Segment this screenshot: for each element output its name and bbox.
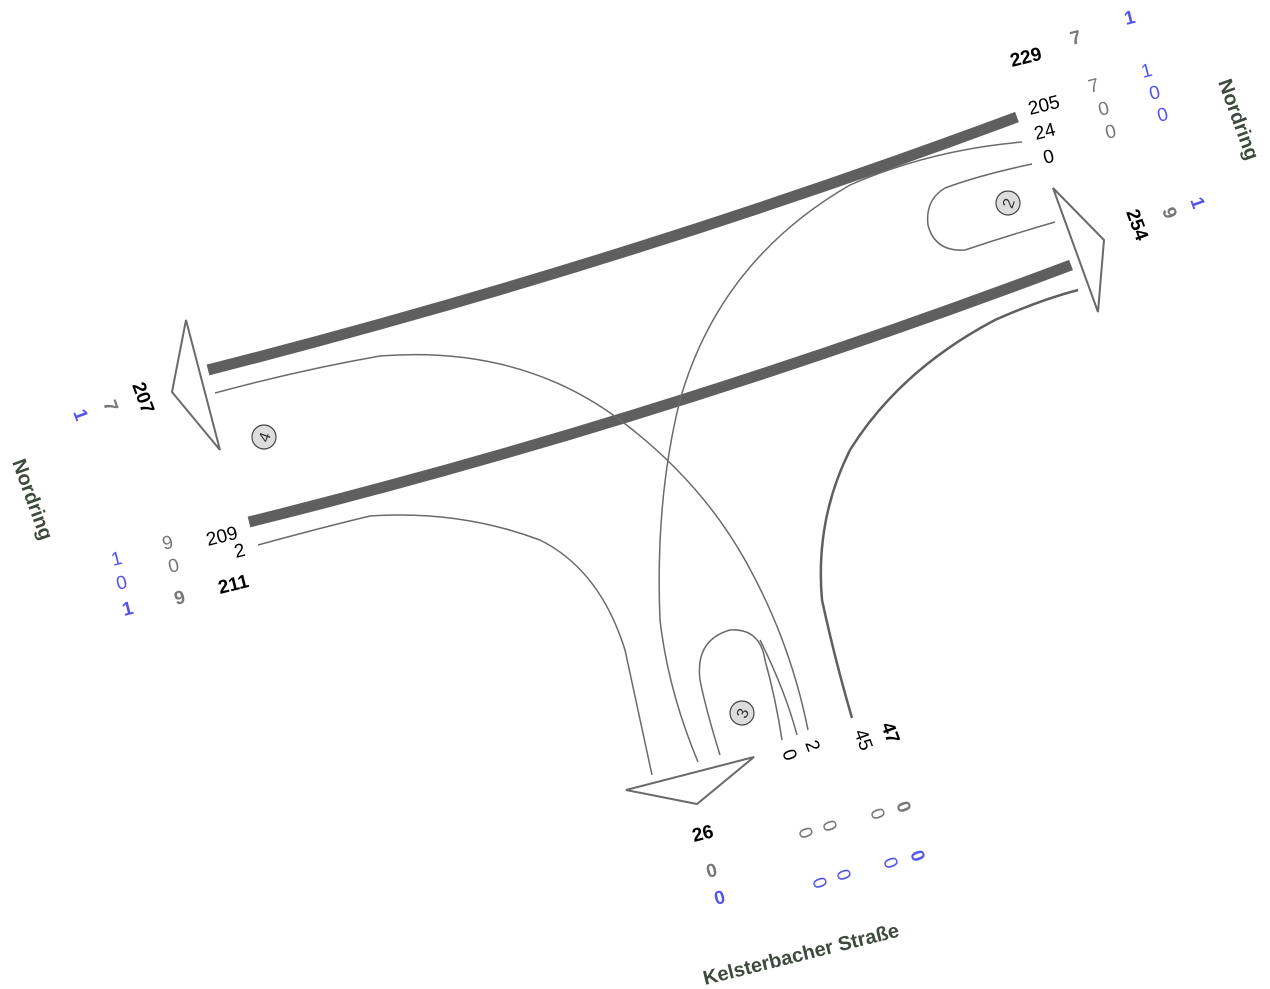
node-marker-4 [251,424,277,450]
west-blue-l: 1 [109,548,124,571]
east-blue-total: 1 [1122,7,1138,30]
road-bar-north [206,111,1019,376]
east-gray-total: 7 [1068,27,1083,50]
east-gray-l: 7 [1086,75,1101,98]
flow-line [926,163,1056,251]
west-gray-total: 9 [172,587,187,610]
west-lane-bot: 2 [232,540,247,563]
east-lane-mid: 24 [1032,119,1058,145]
road-name-nordring-right: Nordring [1213,76,1263,163]
south-total-out: 26 [690,821,716,846]
south-gray-out: 0 [704,860,719,883]
west-blue-r: 0 [114,572,129,595]
south-lane-c: 45 [849,727,876,754]
road-name-kelsterbacher: Kelsterbacher Straße [701,920,902,989]
east-blue-l: 1 [1139,60,1154,83]
south-blue-out: 0 [712,887,727,910]
flow-line [819,288,1079,719]
east-total-out: 254 [1121,207,1152,244]
east-blue-r: 0 [1155,104,1170,127]
east-total-in: 229 [1008,44,1044,72]
south-lane-a: 0 [777,747,800,764]
east-lane-right: 0 [1041,146,1056,169]
west-gray-l: 9 [160,532,175,555]
node-marker-3 [729,700,755,726]
west-gray-out: 7 [98,398,121,415]
flow-line [658,141,1023,763]
south-blue-b: 0 [831,867,854,884]
west-blue-total: 1 [120,598,136,621]
flow-line [214,353,809,731]
arrow-south [625,756,755,806]
arrow-west [170,319,221,451]
east-gray-m: 0 [1096,98,1111,121]
south-gray-b: 0 [817,818,840,835]
arrow-east [1052,187,1106,313]
south-total-in: 47 [876,720,903,747]
south-gray-total: 0 [891,799,914,816]
east-blue-m: 0 [1147,82,1162,105]
south-blue-a: 0 [807,875,830,892]
east-gray-r: 0 [1103,121,1118,144]
east-lane-left: 205 [1026,92,1062,120]
south-blue-c: 0 [878,855,901,872]
south-blue-total: 0 [905,848,928,865]
west-blue-out: 1 [68,407,91,425]
south-lane-b: 2 [800,738,823,755]
flow-line [698,629,783,756]
flow-line [257,514,653,776]
south-gray-a: 0 [793,825,816,842]
road-bar-south [247,259,1073,528]
road-name-nordring-left: Nordring [7,456,57,543]
west-total-out: 207 [127,380,158,417]
node-marker-2 [995,190,1021,216]
east-blue-out: 1 [1185,195,1208,213]
south-gray-c: 0 [865,806,888,823]
west-total-in: 211 [216,571,251,599]
flow-line [759,639,798,736]
west-gray-r: 0 [166,555,181,578]
east-gray-out: 9 [1157,205,1180,222]
